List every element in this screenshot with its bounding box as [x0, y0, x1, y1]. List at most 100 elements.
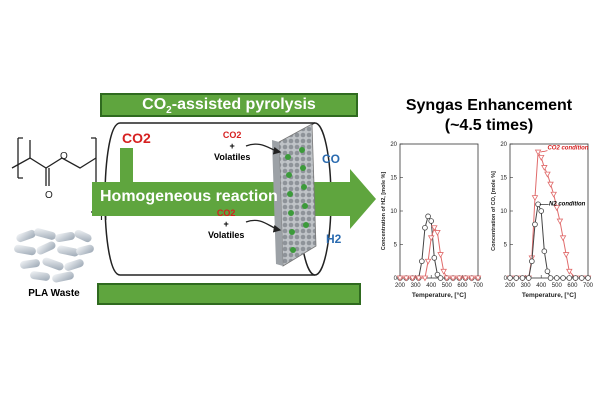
y-tick-label: 5 [504, 243, 508, 249]
data-point [541, 248, 548, 255]
process-title: CO2-assisted pyrolysis [100, 93, 358, 117]
x-tick-label: 700 [583, 283, 594, 289]
y-tick-label: 20 [390, 142, 397, 148]
x-tick-label: 700 [473, 283, 484, 289]
title-subscript: 2 [166, 105, 172, 117]
data-point [585, 275, 591, 281]
x-tick-label: 600 [567, 283, 578, 289]
data-point [507, 275, 513, 281]
data-point [566, 275, 573, 281]
y-tick-label: 15 [390, 176, 397, 182]
data-point [431, 225, 438, 232]
data-point [529, 258, 535, 265]
x-tick-label: 500 [442, 283, 453, 289]
annotation-n2-condition: N2 condition [549, 202, 586, 208]
x-tick-label: 300 [411, 283, 422, 289]
y-tick-label: 5 [394, 243, 398, 249]
plus-top-label: + [229, 141, 235, 151]
volatiles-group-bottom: CO2 + Volatiles [208, 208, 244, 241]
volatiles-arrow-bottom [245, 219, 282, 233]
porous-plate [272, 123, 317, 267]
data-point [565, 268, 573, 275]
data-point [434, 230, 441, 236]
plus-bottom-label: + [223, 219, 229, 229]
x-tick-label: 400 [426, 283, 437, 289]
co2-inlet-text: CO2 [122, 130, 151, 146]
x-axis-label: Temperature, [°C] [412, 291, 466, 299]
volatiles-group-top: CO2 + Volatiles [214, 130, 250, 163]
carbonyl-oxygen: O [45, 190, 53, 201]
co-product-label: CO [322, 152, 340, 166]
y-tick-label: 0 [394, 276, 398, 282]
reactor-base-bar [97, 283, 361, 305]
data-point [534, 149, 542, 156]
data-point [553, 205, 561, 212]
co2-top-label: CO2 [222, 130, 242, 140]
data-point [537, 154, 545, 161]
syngas-title-line2: (~4.5 times) [444, 117, 534, 134]
x-tick-label: 200 [395, 283, 406, 289]
data-point [544, 171, 551, 178]
data-point [424, 258, 432, 265]
x-tick-label: 600 [457, 283, 468, 289]
x-tick-label: 500 [552, 283, 563, 289]
data-point [531, 195, 539, 202]
x-tick-label: 300 [521, 283, 532, 289]
data-point [519, 275, 526, 281]
data-point [428, 218, 435, 224]
data-point [437, 252, 444, 258]
data-point [422, 224, 428, 231]
data-point [541, 165, 548, 171]
data-point [513, 275, 520, 281]
pla-waste-label: PLA Waste [28, 288, 80, 299]
volatiles-arrow-top [245, 143, 282, 155]
chart-1-frame [399, 143, 479, 279]
data-point [415, 275, 423, 282]
data-point [474, 275, 482, 282]
data-point [572, 275, 579, 281]
title-suffix: -assisted pyrolysis [171, 96, 316, 113]
annotation-co2-leader [540, 150, 548, 153]
title-prefix: CO [142, 96, 167, 113]
data-point [455, 275, 463, 282]
y-axis-label: Concentration of H2, [mole %] [381, 172, 387, 251]
data-point [560, 275, 566, 281]
data-point [525, 275, 532, 281]
data-point [409, 275, 416, 282]
y-tick-label: 15 [500, 176, 507, 182]
y-tick-label: 10 [390, 209, 397, 215]
x-tick-label: 400 [536, 283, 547, 289]
data-point [468, 275, 476, 282]
data-point [562, 252, 570, 258]
ester-oxygen: O [60, 151, 68, 162]
syngas-title-line1: Syngas Enhancement [405, 97, 573, 114]
data-point [550, 191, 557, 198]
data-point [532, 221, 538, 228]
volatiles-top-label: Volatiles [214, 152, 251, 162]
h2-product-label: H2 [326, 232, 342, 246]
data-point [449, 275, 457, 282]
co2-inlet-label: CO2 [122, 130, 151, 146]
data-point [547, 181, 554, 188]
data-point [559, 235, 567, 242]
x-tick-label: 200 [505, 283, 516, 289]
y-tick-label: 0 [504, 276, 508, 282]
data-point [556, 218, 564, 225]
homogeneous-reaction-label: Homogeneous reaction [100, 188, 278, 205]
data-point [462, 275, 469, 282]
data-point [437, 275, 444, 281]
y-axis-label: Concentration of CO, [mole %] [491, 171, 497, 251]
y-tick-label: 20 [500, 142, 507, 148]
data-point [402, 275, 410, 282]
data-point [396, 275, 404, 282]
data-point [440, 268, 447, 275]
data-point [431, 255, 438, 261]
data-point [427, 235, 435, 242]
pla-structure [11, 137, 97, 213]
data-point [434, 271, 441, 278]
data-point [547, 275, 554, 281]
pla-waste-image [14, 228, 94, 283]
